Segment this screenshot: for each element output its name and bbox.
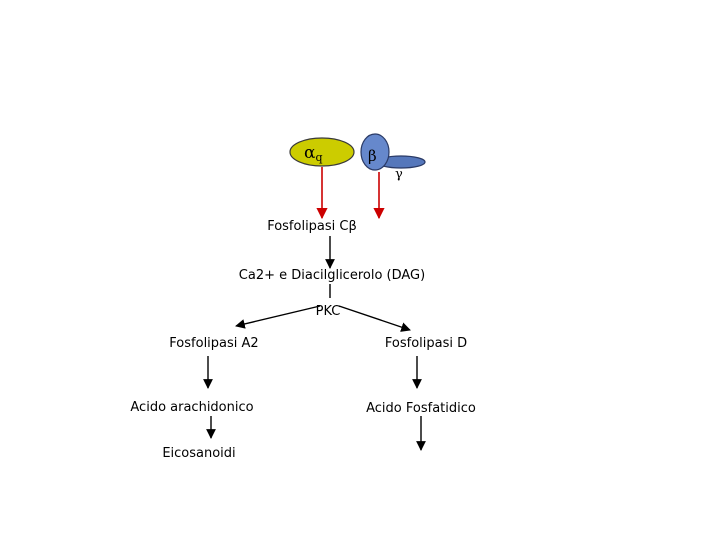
label-acido-arachidonico: Acido arachidonico — [130, 400, 253, 415]
g-alpha-q-subunit — [289, 137, 355, 167]
alpha-symbol: α — [304, 143, 316, 163]
g-beta-subunit — [360, 133, 390, 171]
beta-symbol: β — [368, 147, 377, 165]
gamma-symbol: γ — [395, 167, 403, 182]
label-ca-dag: Ca2+ e Diacilglicerolo (DAG) — [239, 268, 425, 283]
alpha-subscript: q — [315, 151, 322, 164]
label-fosfolipasi-a2: Fosfolipasi A2 — [169, 336, 258, 351]
label-acido-fosfatidico: Acido Fosfatidico — [366, 401, 476, 416]
arrow-pkc-to-pla2 — [235, 305, 321, 329]
label-eicosanoidi: Eicosanoidi — [162, 446, 235, 461]
label-pkc: PKC — [316, 304, 341, 319]
label-fosfolipasi-d: Fosfolipasi D — [385, 336, 467, 351]
svg-text:αq: αq — [304, 143, 323, 164]
label-fosfolipasi-c-beta: Fosfolipasi Cβ — [267, 219, 357, 234]
arrow-pkc-to-pld — [338, 305, 411, 332]
